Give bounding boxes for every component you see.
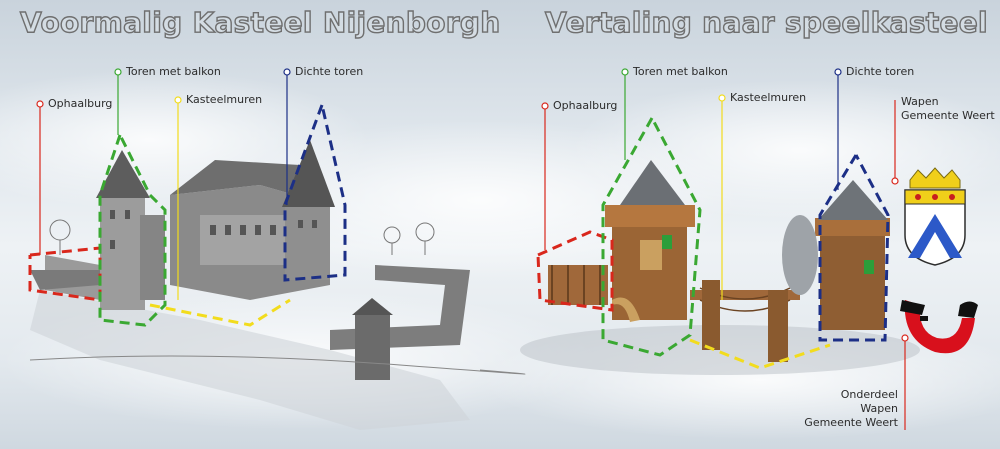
right-title: Vertaling naar speelkasteel [544,5,988,39]
right-kasteelmuren-callout [718,94,726,300]
right-ophaalburg-callout [541,102,549,250]
right-label-onderdeel-wapen: Onderdeel Wapen Gemeente Weert [804,388,898,429]
onderdeel-callout [901,334,909,430]
right-ophaalburg-outline [536,230,614,312]
right-label-dichte-toren: Dichte toren [846,65,915,78]
left-kasteelmuren-callout [174,96,182,300]
right-dichte-callout [834,68,842,190]
right-label-kasteelmuren: Kasteelmuren [730,91,807,104]
right-label-toren-met-balkon: Toren met balkon [633,65,728,78]
right-dichte-outline [818,154,890,342]
left-ophaalburg-outline [28,246,102,302]
left-toren-callout [114,68,122,135]
left-label-toren-met-balkon: Toren met balkon [126,65,221,78]
left-title: Voormalig Kasteel Nijenborgh [19,5,501,39]
left-label-dichte-toren: Dichte toren [295,65,364,78]
wapen-callout [891,100,899,185]
left-label-ophaalburg: Ophaalburg [48,97,113,110]
right-toren-callout [621,68,629,160]
right-kasteelmuren-outline [689,338,831,370]
right-label-ophaalburg: Ophaalburg [553,99,618,112]
left-label-kasteelmuren: Kasteelmuren [186,93,263,106]
left-dichte-callout [283,68,291,205]
right-toren-outline [601,117,702,357]
left-dichte-outline [283,104,347,282]
right-label-wapen: Wapen Gemeente Weert [901,95,995,122]
left-toren-outline [98,134,167,327]
left-kasteelmuren-outline [149,298,291,327]
left-ophaalburg-callout [36,100,44,255]
